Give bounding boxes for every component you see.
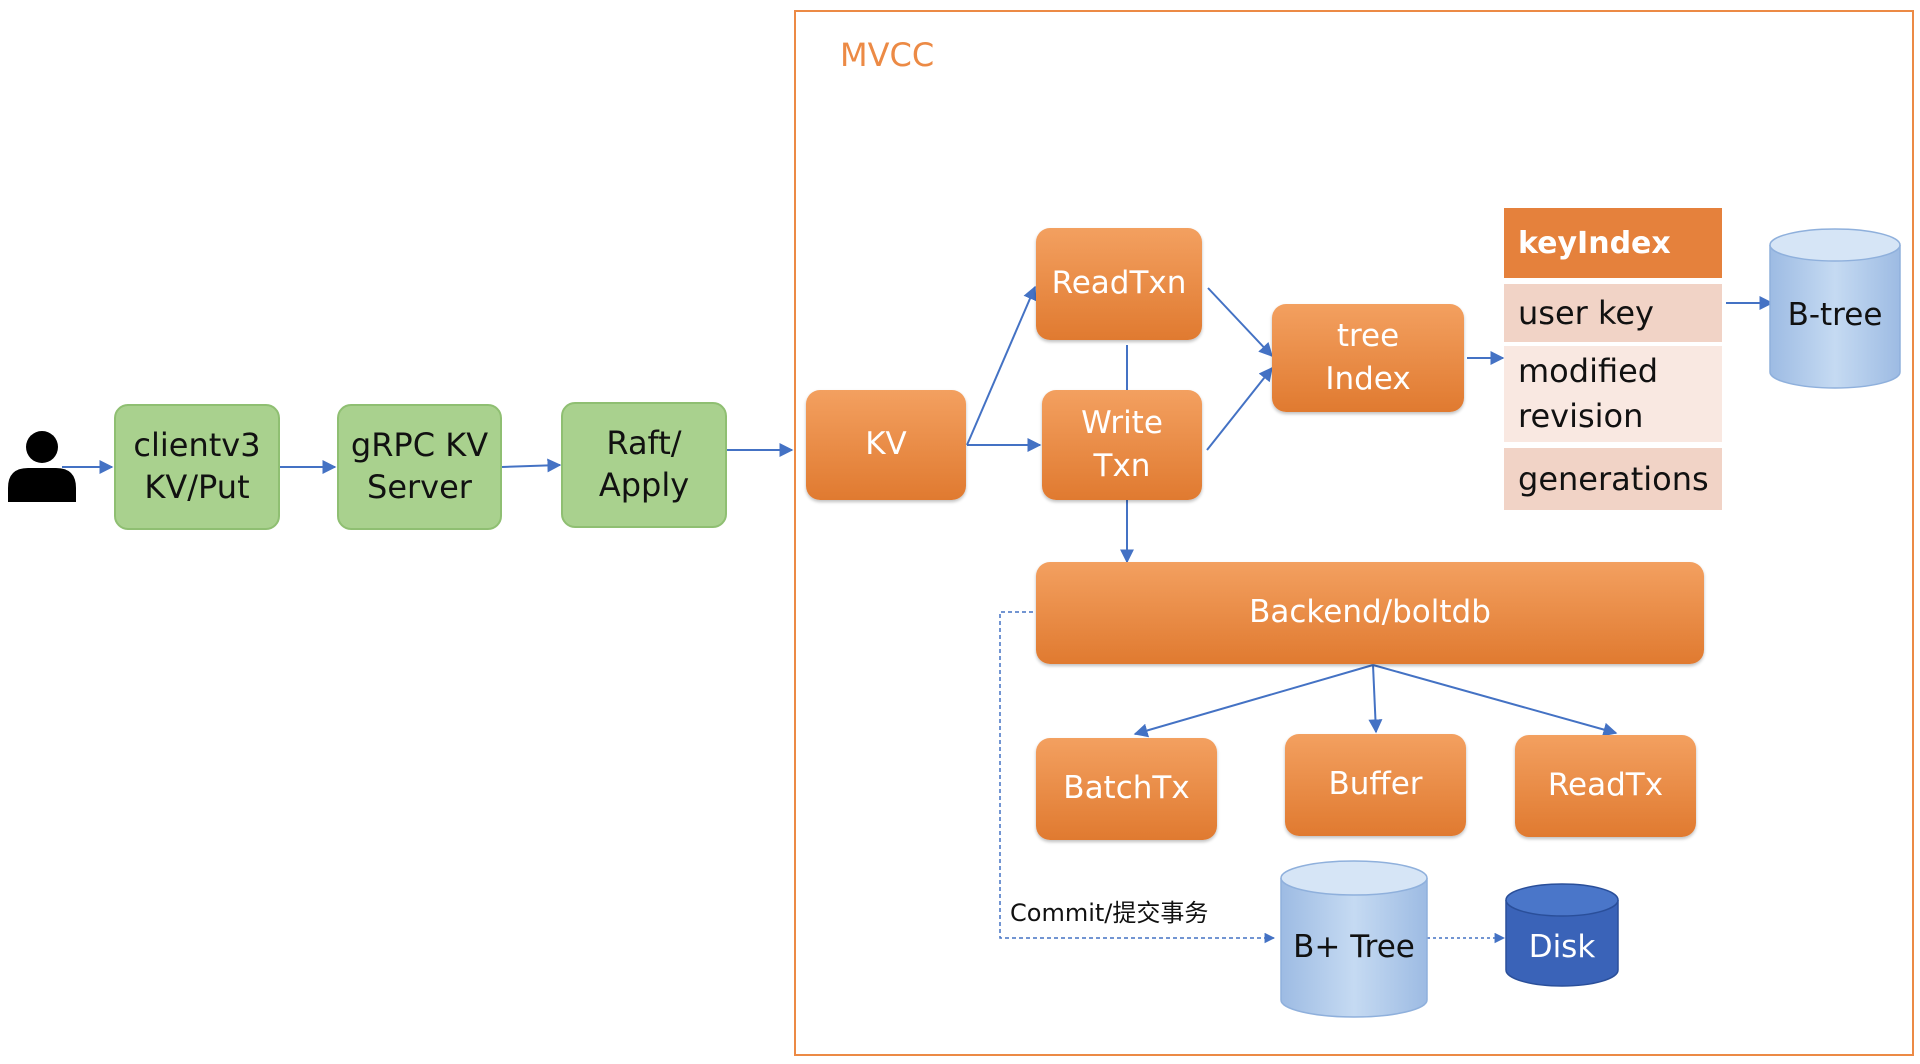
user-icon [8,431,76,502]
writetxn-line1: Write [1081,404,1163,441]
buffer-box: Buffer [1285,734,1466,836]
arrow-backend-to-batchtx [1133,664,1374,738]
grpc-kv-server-box: gRPC KV Server [337,404,502,530]
kv-box: KV [806,390,966,500]
bplustree-label: B+ Tree [1293,929,1415,965]
keyindex-row-modified-revision: modified revision [1504,346,1722,442]
btree-label: B-tree [1787,297,1883,333]
grpc-line2: Server [367,468,472,506]
arrow-backend-to-readtx [1372,664,1618,737]
arrow-kv-to-readtxn [966,285,1037,446]
clientv3-line2: KV/Put [144,468,250,506]
raft-line2: Apply [598,466,690,504]
keyindex-user-key-text: user key [1518,294,1654,332]
batchtx-box: BatchTx [1036,738,1217,840]
keyindex-row-user-key: user key [1504,284,1722,342]
writetxn-line2: Txn [1093,448,1151,484]
keyindex-header-text: keyIndex [1518,225,1671,261]
disk-cylinder [1505,883,1619,987]
treeindex-line2: Index [1325,361,1411,397]
btree-cylinder [1769,228,1901,389]
commit-note: Commit/提交事务 [1010,899,1209,927]
backend-boltdb-box: Backend/boltdb [1036,562,1704,664]
writetxn-box: Write Txn [1042,390,1202,500]
readtx-box: ReadTx [1515,735,1696,837]
mvcc-title: MVCC [840,36,935,74]
raft-line1: Raft/ [606,424,682,463]
commit-dashed-path [999,611,1276,944]
keyindex-modified-text: modified [1518,352,1659,391]
grpc-line1: gRPC KV [350,426,489,465]
clientv3-line1: clientv3 [133,426,261,465]
arrow-writetxn-to-treeindex [1206,366,1273,451]
keyindex-header: keyIndex [1504,208,1722,278]
disk-label: Disk [1528,929,1596,965]
arrow-grpc-to-raft [501,458,562,473]
readtxn-box: ReadTxn [1036,228,1202,340]
treeindex-line1: tree [1336,317,1400,354]
keyindex-table: keyIndex user key modified revision gene… [1504,208,1722,510]
raft-apply-box: Raft/ Apply [561,402,727,528]
arrow-backend-to-buffer [1368,664,1383,734]
keyindex-revision-text: revision [1518,397,1644,435]
treeindex-box: tree Index [1272,304,1464,412]
mvcc-frame [794,10,1914,1056]
keyindex-row-generations: generations [1504,448,1722,510]
clientv3-box: clientv3 KV/Put [114,404,280,530]
keyindex-generations-text: generations [1518,460,1709,498]
arrow-readtxn-to-treeindex [1207,287,1273,358]
bplustree-cylinder [1280,860,1428,1018]
